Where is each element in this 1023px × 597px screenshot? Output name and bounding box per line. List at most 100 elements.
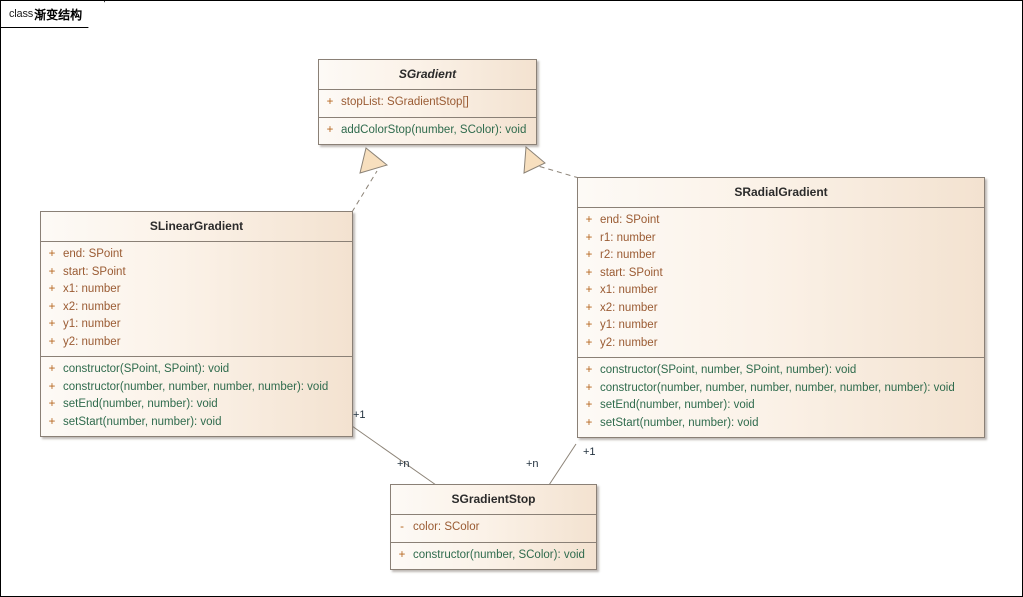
member-label: constructor(number, number, number, numb…: [600, 381, 955, 394]
visibility-marker: +: [326, 123, 334, 136]
multiplicity-radial-source: +1: [583, 446, 596, 458]
methods-section-sradialgradient: + constructor(SPoint, number, SPoint, nu…: [578, 358, 984, 437]
member-label: y1: number: [600, 319, 658, 331]
visibility-marker: +: [48, 283, 56, 295]
visibility-marker: +: [585, 364, 593, 376]
member-label: constructor(SPoint, number, SPoint, numb…: [600, 364, 857, 376]
visibility-marker: +: [48, 318, 56, 330]
class-member-row: + end: SPoint: [578, 212, 984, 230]
attributes-section-slineargradient: + end: SPoint + start: SPoint + x1: numb…: [41, 242, 352, 357]
member-label: r1: number: [600, 231, 656, 244]
member-label: setStart(number, number): void: [63, 415, 222, 428]
realization-linear-to-gradient: [351, 147, 389, 213]
class-member-row: + y2: number: [41, 334, 352, 352]
class-member-row: + y1: number: [41, 316, 352, 334]
diagram-name-label: 渐变结构: [34, 7, 83, 22]
class-member-row: + x2: number: [41, 299, 352, 317]
member-label: setEnd(number, number): void: [63, 398, 218, 410]
association-linear-to-stop: [351, 425, 437, 486]
visibility-marker: +: [585, 381, 593, 394]
member-label: y2: number: [600, 336, 658, 349]
multiplicity-radial-target: +n: [526, 458, 539, 470]
member-label: x1: number: [600, 284, 658, 296]
member-label: addColorStop(number, SColor): void: [341, 123, 527, 136]
class-member-row: + y1: number: [578, 317, 984, 335]
class-member-row: + setStart(number, number): void: [41, 414, 352, 432]
visibility-marker: +: [585, 266, 593, 279]
member-label: setEnd(number, number): void: [600, 399, 755, 411]
visibility-marker: +: [585, 399, 593, 411]
member-label: x2: number: [600, 301, 658, 314]
class-member-row: + x1: number: [578, 282, 984, 300]
member-label: color: SColor: [413, 521, 480, 533]
class-title-sgradientstop: SGradientStop: [391, 485, 596, 515]
visibility-marker: +: [585, 301, 593, 314]
attributes-section-sgradientstop: - color: SColor: [391, 515, 596, 543]
visibility-marker: +: [48, 415, 56, 428]
diagram-title-tab: class 渐变结构: [1, 1, 105, 28]
class-member-row: + constructor(number, SColor): void: [391, 547, 596, 565]
member-label: x1: number: [63, 283, 121, 295]
member-label: y2: number: [63, 335, 121, 348]
class-member-row: + setEnd(number, number): void: [578, 397, 984, 415]
class-member-row: + start: SPoint: [578, 265, 984, 283]
class-member-row: + stopList: SGradientStop[]: [319, 94, 536, 112]
member-label: setStart(number, number): void: [600, 416, 759, 429]
class-member-row: + constructor(SPoint, SPoint): void: [41, 361, 352, 379]
class-member-row: - color: SColor: [391, 519, 596, 537]
class-title-sradialgradient: SRadialGradient: [578, 178, 984, 208]
association-radial-to-stop: [548, 443, 577, 486]
visibility-marker: +: [48, 335, 56, 348]
class-member-row: + setEnd(number, number): void: [41, 396, 352, 414]
methods-section-slineargradient: + constructor(SPoint, SPoint): void + co…: [41, 357, 352, 436]
class-member-row: + setStart(number, number): void: [578, 415, 984, 433]
visibility-marker: +: [48, 380, 56, 393]
visibility-marker: +: [585, 336, 593, 349]
class-box-sradialgradient[interactable]: SRadialGradient + end: SPoint + r1: numb…: [577, 177, 985, 438]
member-label: r2: number: [600, 249, 656, 261]
member-label: start: SPoint: [600, 266, 663, 279]
member-label: end: SPoint: [63, 248, 123, 260]
visibility-marker: +: [398, 548, 406, 561]
class-member-row: + addColorStop(number, SColor): void: [319, 122, 536, 140]
class-member-row: + x1: number: [41, 281, 352, 299]
visibility-marker: +: [585, 284, 593, 296]
methods-section-sgradientstop: + constructor(number, SColor): void: [391, 542, 596, 569]
visibility-marker: +: [48, 363, 56, 375]
member-label: x2: number: [63, 300, 121, 313]
visibility-marker: +: [326, 96, 334, 108]
multiplicity-linear-source: +1: [353, 409, 366, 421]
multiplicity-linear-target: +n: [397, 458, 410, 470]
attributes-section-sradialgradient: + end: SPoint + r1: number + r2: number …: [578, 208, 984, 358]
member-label: end: SPoint: [600, 214, 660, 226]
class-title-sgradient: SGradient: [319, 60, 536, 90]
class-member-row: + constructor(number, number, number, nu…: [41, 379, 352, 397]
realization-radial-to-gradient: [523, 145, 580, 179]
methods-section-sgradient: + addColorStop(number, SColor): void: [319, 117, 536, 144]
member-label: constructor(SPoint, SPoint): void: [63, 363, 230, 375]
member-label: start: SPoint: [63, 265, 126, 278]
class-box-slineargradient[interactable]: SLinearGradient + end: SPoint + start: S…: [40, 211, 353, 437]
class-member-row: + r1: number: [578, 230, 984, 248]
class-box-sgradient[interactable]: SGradient + stopList: SGradientStop[] + …: [318, 59, 537, 145]
visibility-marker: -: [400, 521, 404, 533]
class-member-row: + end: SPoint: [41, 246, 352, 264]
visibility-marker: +: [585, 214, 593, 226]
class-member-row: + y2: number: [578, 335, 984, 353]
attributes-section-sgradient: + stopList: SGradientStop[]: [319, 90, 536, 118]
class-member-row: + start: SPoint: [41, 264, 352, 282]
member-label: constructor(number, SColor): void: [413, 548, 585, 561]
visibility-marker: +: [585, 319, 593, 331]
class-box-sgradientstop[interactable]: SGradientStop - color: SColor + construc…: [390, 484, 597, 570]
visibility-marker: +: [48, 398, 56, 410]
member-label: constructor(number, number, number, numb…: [63, 380, 329, 393]
class-member-row: + constructor(SPoint, number, SPoint, nu…: [578, 362, 984, 380]
diagram-kind-label: class: [9, 8, 34, 20]
class-title-slineargradient: SLinearGradient: [41, 212, 352, 242]
class-member-row: + r2: number: [578, 247, 984, 265]
member-label: y1: number: [63, 318, 121, 330]
member-label: stopList: SGradientStop[]: [341, 96, 469, 108]
class-member-row: + constructor(number, number, number, nu…: [578, 380, 984, 398]
visibility-marker: +: [48, 265, 56, 278]
